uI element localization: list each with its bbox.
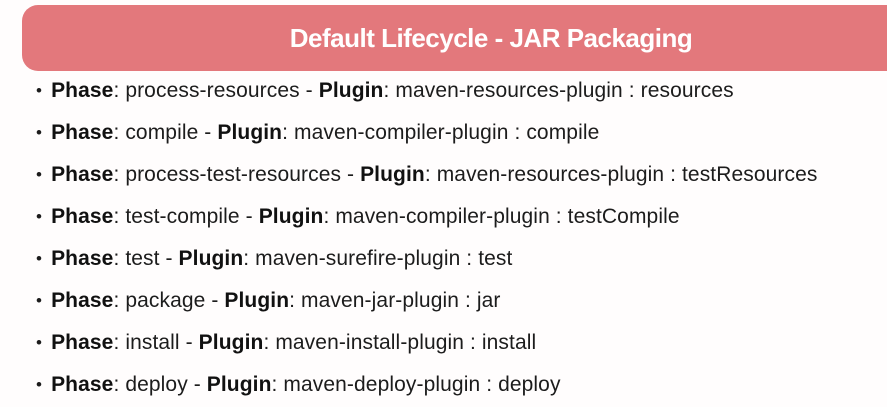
label-separator: : bbox=[113, 331, 126, 354]
plugin-value: maven-jar-plugin bbox=[301, 289, 460, 312]
goal-separator: : bbox=[664, 163, 682, 186]
label-separator: : bbox=[113, 205, 126, 228]
phase-plugin-separator: - bbox=[205, 289, 225, 312]
plugin-label: Plugin bbox=[318, 79, 384, 102]
label-separator: : bbox=[113, 121, 126, 144]
list-item: • Phase: deploy - Plugin: maven-deploy-pl… bbox=[36, 364, 877, 406]
phase-value: compile bbox=[125, 121, 199, 144]
phase-plugin-separator: - bbox=[159, 247, 179, 270]
list-item: • Phase: process-test-resources - Plugin:… bbox=[36, 154, 877, 196]
goal-separator: : bbox=[549, 205, 568, 228]
plugin-label: Plugin bbox=[258, 205, 324, 228]
phase-plugin-separator: - bbox=[239, 205, 259, 228]
plugin-label: Plugin bbox=[224, 289, 290, 312]
goal-value: install bbox=[481, 331, 537, 354]
goal-value: testResources bbox=[681, 163, 818, 186]
goal-value: testCompile bbox=[567, 205, 680, 228]
goal-value: test bbox=[478, 247, 513, 270]
list-item: • Phase: package - Plugin: maven-jar-plug… bbox=[36, 280, 877, 322]
phase-label: Phase bbox=[51, 205, 114, 228]
goal-separator: : bbox=[464, 331, 482, 354]
plugin-label: Plugin bbox=[217, 121, 283, 144]
bullet-glyph: • bbox=[36, 81, 43, 100]
bullet-glyph: • bbox=[36, 375, 43, 394]
goal-separator: : bbox=[622, 79, 641, 102]
list-item: • Phase: install - Plugin: maven-install-… bbox=[36, 322, 877, 364]
bullet-glyph: • bbox=[36, 291, 43, 310]
bullet-glyph: • bbox=[36, 333, 43, 352]
phase-label: Phase bbox=[51, 331, 114, 354]
phase-value: test-compile bbox=[125, 205, 240, 228]
goal-separator: : bbox=[460, 247, 479, 270]
label-separator: : bbox=[323, 205, 336, 228]
phase-label: Phase bbox=[51, 247, 114, 270]
goal-value: resources bbox=[640, 79, 734, 102]
list-item: • Phase: test-compile - Plugin: maven-com… bbox=[36, 196, 877, 238]
label-separator: : bbox=[113, 373, 126, 396]
label-separator: : bbox=[113, 79, 126, 102]
bullet-glyph: • bbox=[36, 165, 43, 184]
bullet-glyph: • bbox=[36, 249, 43, 268]
plugin-value: maven-deploy-plugin bbox=[283, 373, 481, 396]
label-separator: : bbox=[113, 163, 126, 186]
label-separator: : bbox=[424, 163, 437, 186]
phase-value: package bbox=[125, 289, 206, 312]
phase-value: test bbox=[125, 247, 160, 270]
label-separator: : bbox=[271, 373, 284, 396]
goal-separator: : bbox=[508, 121, 527, 144]
plugin-value: maven-install-plugin bbox=[275, 331, 465, 354]
phase-plugin-separator: - bbox=[299, 79, 319, 102]
list-item: • Phase: compile - Plugin: maven-compiler… bbox=[36, 112, 877, 154]
goal-separator: : bbox=[459, 289, 477, 312]
phase-plugin-separator: - bbox=[198, 121, 218, 144]
label-separator: : bbox=[263, 331, 276, 354]
goal-value: compile bbox=[526, 121, 600, 144]
plugin-label: Plugin bbox=[178, 247, 244, 270]
plugin-value: maven-resources-plugin bbox=[395, 79, 623, 102]
bullet-glyph: • bbox=[36, 123, 43, 142]
phase-label: Phase bbox=[51, 163, 114, 186]
label-separator: : bbox=[113, 289, 126, 312]
phase-list: • Phase: process-resources - Plugin: mave… bbox=[36, 70, 877, 406]
phase-plugin-separator: - bbox=[179, 331, 199, 354]
label-separator: : bbox=[243, 247, 256, 270]
phase-label: Phase bbox=[51, 289, 114, 312]
phase-plugin-separator: - bbox=[341, 163, 361, 186]
phase-plugin-separator: - bbox=[187, 373, 207, 396]
plugin-value: maven-compiler-plugin bbox=[293, 121, 509, 144]
phase-value: install bbox=[125, 331, 180, 354]
phase-value: deploy bbox=[125, 373, 188, 396]
goal-value: deploy bbox=[498, 373, 561, 396]
plugin-label: Plugin bbox=[360, 163, 425, 186]
phase-label: Phase bbox=[51, 121, 114, 144]
plugin-value: maven-compiler-plugin bbox=[335, 205, 550, 228]
goal-separator: : bbox=[480, 373, 499, 396]
slide-title: Default Lifecycle - JAR Packaging bbox=[289, 22, 693, 53]
plugin-value: maven-surefire-plugin bbox=[255, 247, 461, 270]
list-item: • Phase: test - Plugin: maven-surefire-pl… bbox=[36, 238, 877, 280]
list-item: • Phase: process-resources - Plugin: mave… bbox=[36, 70, 877, 112]
phase-value: process-resources bbox=[125, 79, 300, 102]
phase-label: Phase bbox=[51, 373, 114, 396]
plugin-label: Plugin bbox=[206, 373, 272, 396]
label-separator: : bbox=[113, 247, 126, 270]
plugin-label: Plugin bbox=[198, 331, 264, 354]
title-bar: Default Lifecycle - JAR Packaging bbox=[22, 5, 887, 71]
bullet-glyph: • bbox=[36, 207, 43, 226]
goal-value: jar bbox=[476, 289, 501, 312]
plugin-value: maven-resources-plugin bbox=[436, 163, 665, 186]
label-separator: : bbox=[289, 289, 302, 312]
label-separator: : bbox=[282, 121, 294, 144]
phase-value: process-test-resources bbox=[125, 163, 342, 186]
phase-label: Phase bbox=[51, 79, 114, 102]
label-separator: : bbox=[383, 79, 396, 102]
